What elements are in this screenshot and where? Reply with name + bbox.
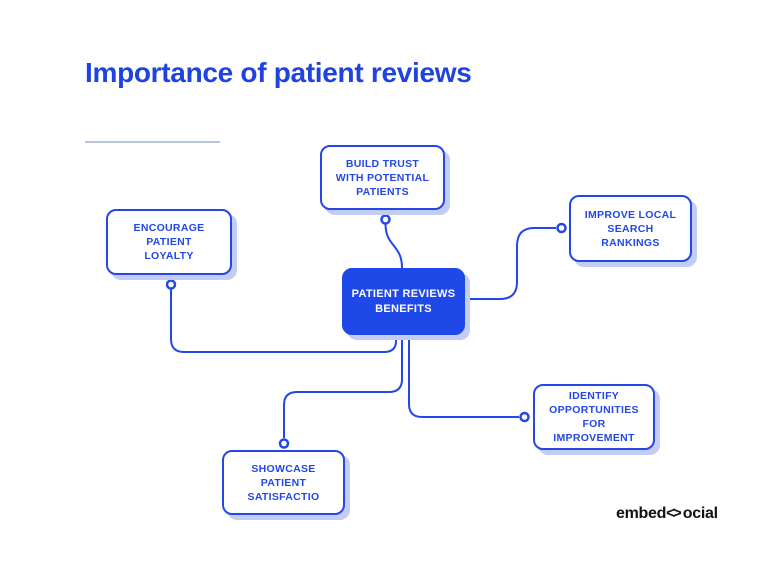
connector-dot-improve-rankings <box>556 222 567 234</box>
connector-dot-build-trust <box>380 214 391 225</box>
node-patient-reviews-benefits: PATIENT REVIEWS BENEFITS <box>342 268 465 335</box>
embedsocial-logo: embed<>ocial <box>616 505 718 523</box>
node-label: ENCOURAGE PATIENT LOYALTY <box>133 222 205 262</box>
connector-identify-opportunities <box>408 336 519 418</box>
node-label: SHOWCASE PATIENT SATISFACTIO <box>247 462 320 503</box>
node-build-trust: BUILD TRUST WITH POTENTIAL PATIENTS <box>320 145 445 210</box>
connector-showcase-satisfaction <box>283 336 403 438</box>
connector-dot-identify-opportunities <box>519 411 530 423</box>
node-label: IDENTIFY OPPORTUNITIES FOR IMPROVEMENT <box>549 390 639 444</box>
connector-build-trust <box>384 223 403 269</box>
node-label: BUILD TRUST WITH POTENTIAL PATIENTS <box>335 157 430 198</box>
logo-text-prefix: embed <box>616 505 667 522</box>
node-label: IMPROVE LOCAL SEARCH RANKINGS <box>584 208 677 249</box>
page-title: Importance of patient reviews <box>85 57 472 88</box>
connector-dot-encourage-loyalty <box>165 279 177 290</box>
node-identify-opportunities: IDENTIFY OPPORTUNITIES FOR IMPROVEMENT <box>533 384 655 450</box>
connector-encourage-loyalty <box>170 289 397 353</box>
node-encourage-loyalty: ENCOURAGE PATIENT LOYALTY <box>106 209 232 275</box>
node-showcase-satisfaction: SHOWCASE PATIENT SATISFACTIO <box>222 450 345 515</box>
node-improve-rankings: IMPROVE LOCAL SEARCH RANKINGS <box>569 195 692 262</box>
node-label: PATIENT REVIEWS BENEFITS <box>351 287 456 315</box>
connector-dot-showcase-satisfaction <box>278 438 290 449</box>
connector-improve-rankings <box>466 227 556 300</box>
logo-text-suffix: ocial <box>682 505 718 522</box>
title-underline-divider <box>85 141 220 143</box>
logo-s-glyph: <> <box>666 505 682 522</box>
